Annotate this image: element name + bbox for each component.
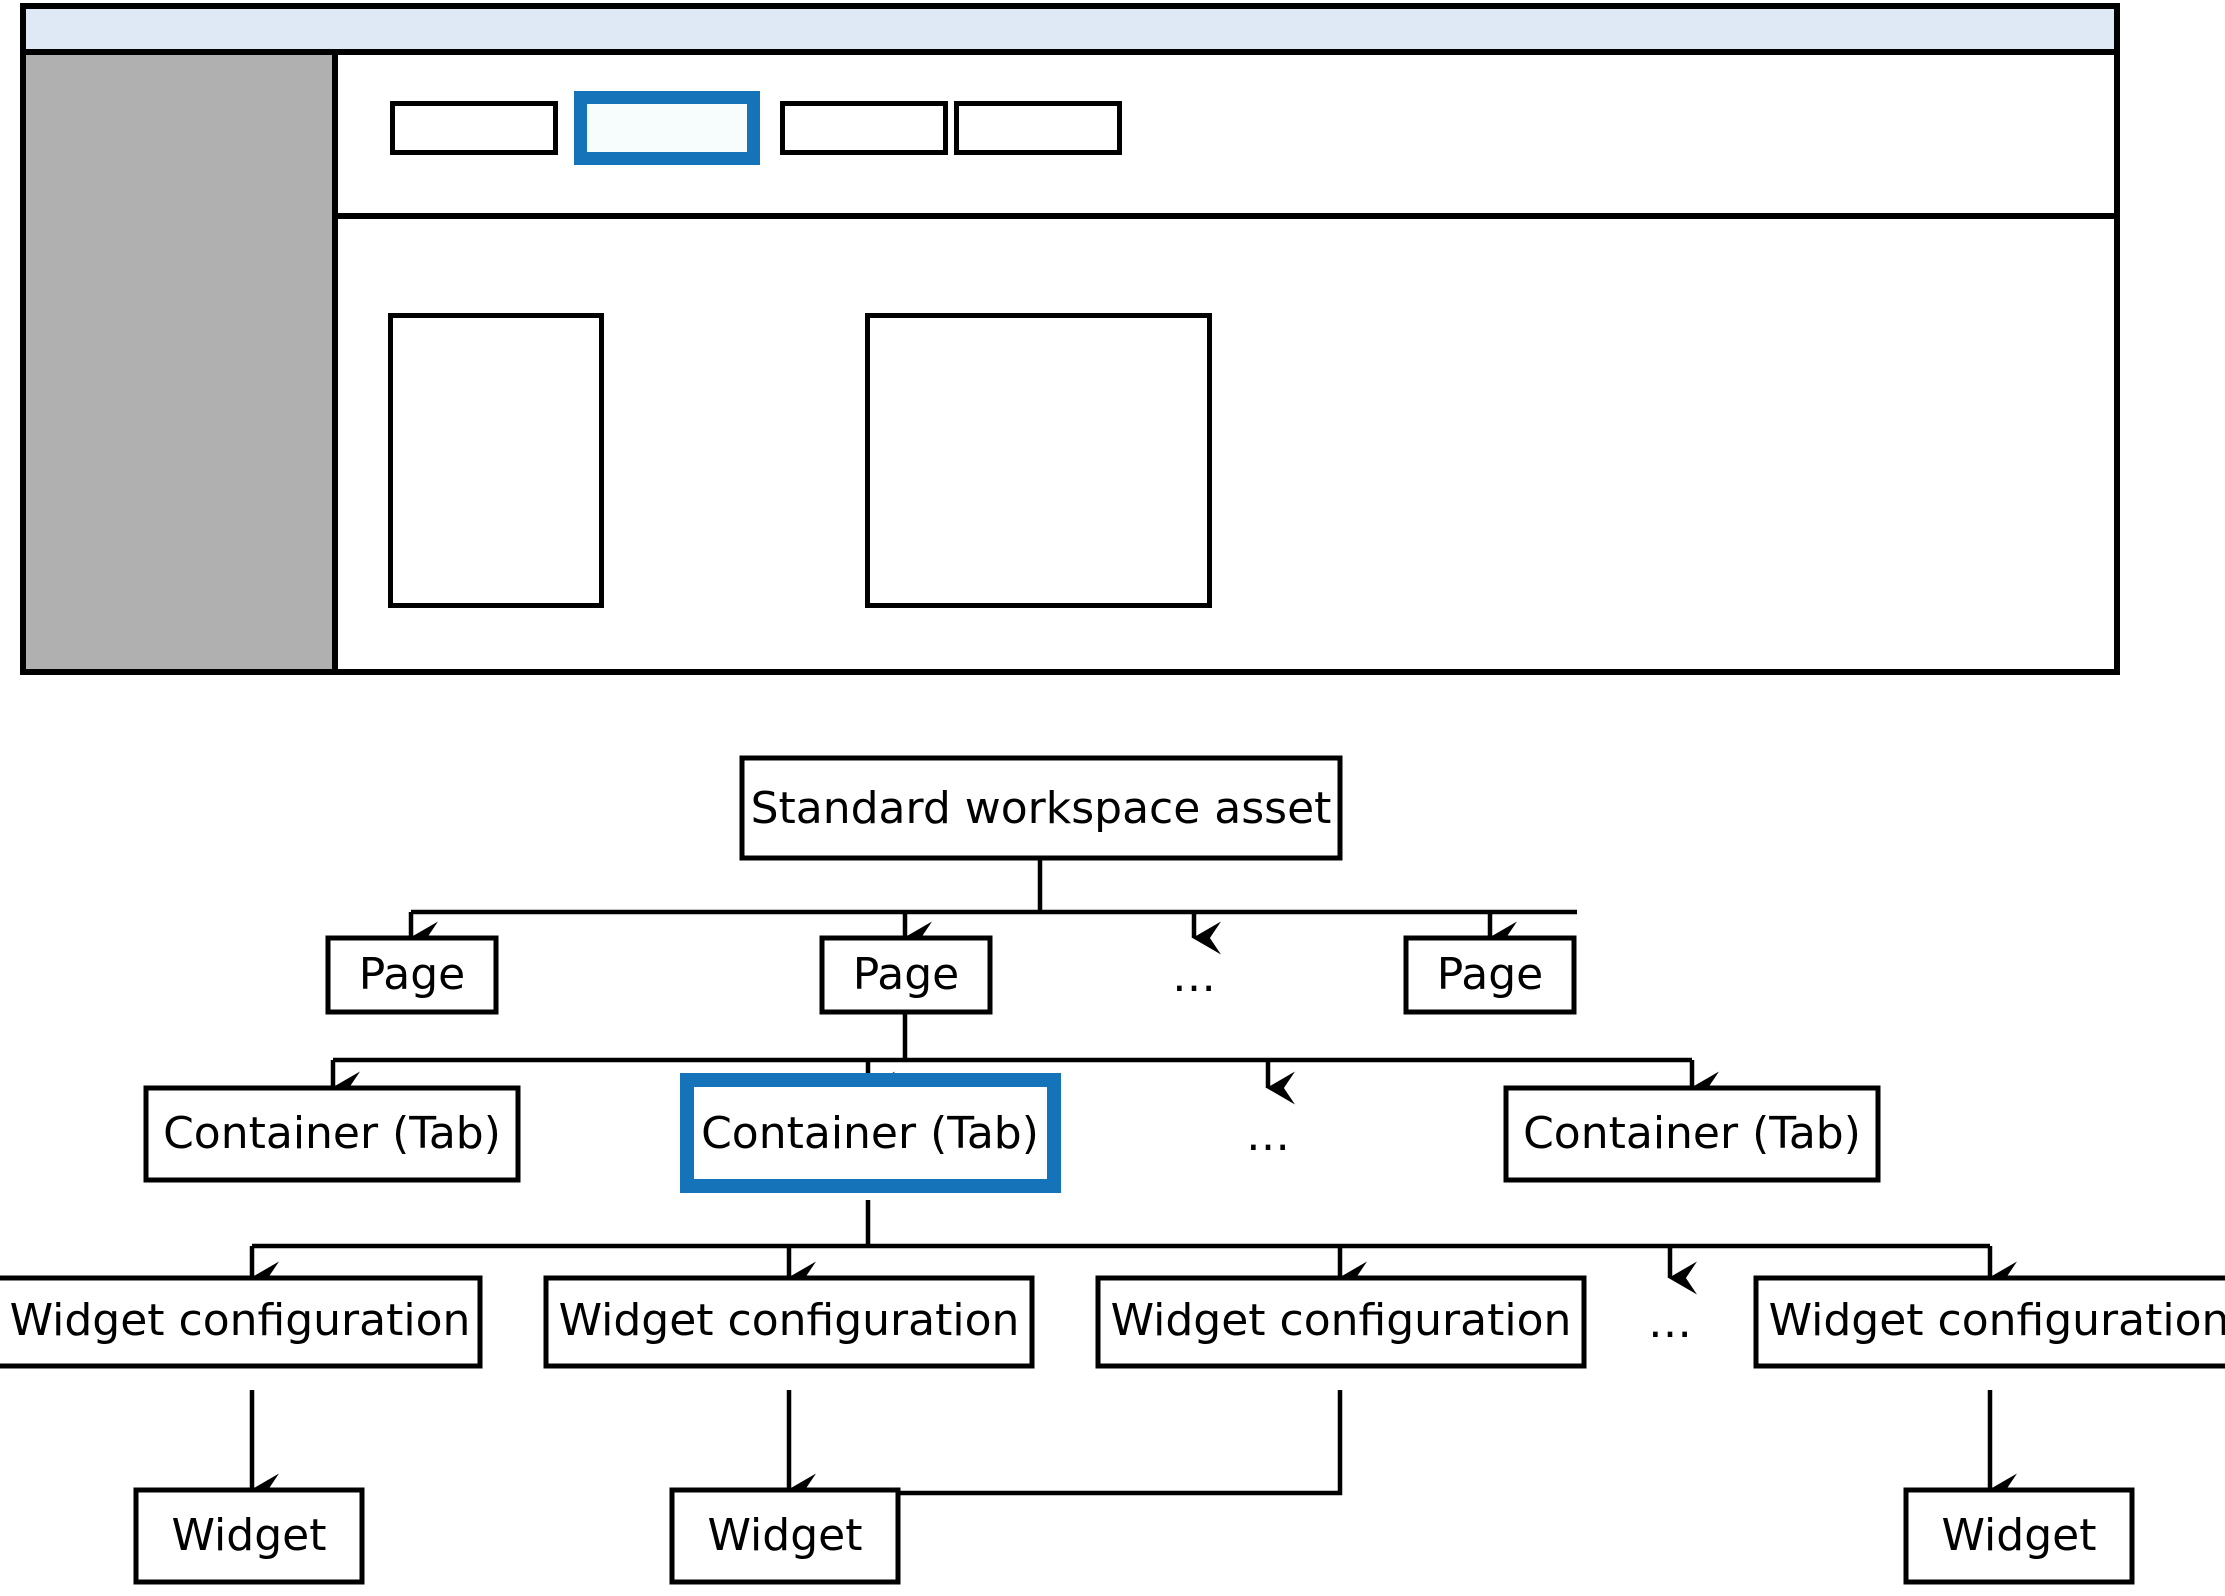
node-label: Widget [172,1510,327,1561]
tab-content-canvas [338,219,2114,669]
node-label: Widget configuration [10,1295,471,1346]
node-page-1[interactable]: Page [325,935,499,1015]
node-label: Widget [1942,1510,2097,1561]
app-sidebar[interactable] [26,55,338,669]
node-label: Widget [708,1510,863,1561]
widget-placeholder-1[interactable] [388,313,604,608]
node-page-3[interactable]: Page [1403,935,1577,1015]
app-main-area [338,55,2114,669]
node-container-tab-2-selected[interactable]: Container (Tab) [680,1073,1061,1193]
node-label: Widget configuration [559,1295,1020,1346]
node-widget-configuration-4[interactable]: Widget configuration [1753,1275,2225,1369]
tab-3[interactable] [780,101,948,155]
node-widget-1[interactable]: Widget [133,1487,365,1585]
containers-ellipsis: … [1246,1110,1290,1161]
node-container-tab-3[interactable]: Container (Tab) [1503,1085,1881,1183]
app-top-bar [26,9,2114,55]
node-widget-3[interactable]: Widget [1903,1487,2135,1585]
node-container-tab-1[interactable]: Container (Tab) [143,1085,521,1183]
tab-strip [338,55,2114,219]
tab-1[interactable] [390,101,558,155]
node-widget-2[interactable]: Widget [669,1487,901,1585]
node-label: Page [359,949,466,1000]
node-widget-configuration-3[interactable]: Widget configuration [1095,1275,1587,1369]
edges-container-to-widgetconfigs [249,1200,2017,1295]
node-label: Widget configuration [1769,1295,2225,1346]
node-label: Container (Tab) [163,1108,501,1159]
widget-placeholder-2[interactable] [865,313,1212,608]
tab-2-selected[interactable] [574,91,760,165]
tab-4[interactable] [954,101,1122,155]
node-label: Widget configuration [1111,1295,1572,1346]
node-label: Container (Tab) [1523,1108,1861,1159]
node-widget-configuration-1[interactable]: Widget configuration [0,1275,483,1369]
node-label: Standard workspace asset [751,783,1332,834]
node-label: Page [1437,949,1544,1000]
edges-asset-to-pages [408,860,1577,955]
pages-ellipsis: … [1172,951,1216,1002]
node-label: Container (Tab) [701,1108,1039,1159]
asset-hierarchy-diagram: Standard workspace asset Page Page … Pag… [0,690,2225,1596]
workspace-asset-wireframe [20,3,2120,675]
edges-page-to-containers [330,1012,1719,1105]
node-page-2[interactable]: Page [819,935,993,1015]
node-standard-workspace-asset[interactable]: Standard workspace asset [739,755,1343,861]
edges-widgetconfigs-to-widgets [249,1390,2017,1507]
node-widget-configuration-2[interactable]: Widget configuration [543,1275,1035,1369]
widgetconfigs-ellipsis: … [1648,1297,1692,1348]
node-label: Page [853,949,960,1000]
